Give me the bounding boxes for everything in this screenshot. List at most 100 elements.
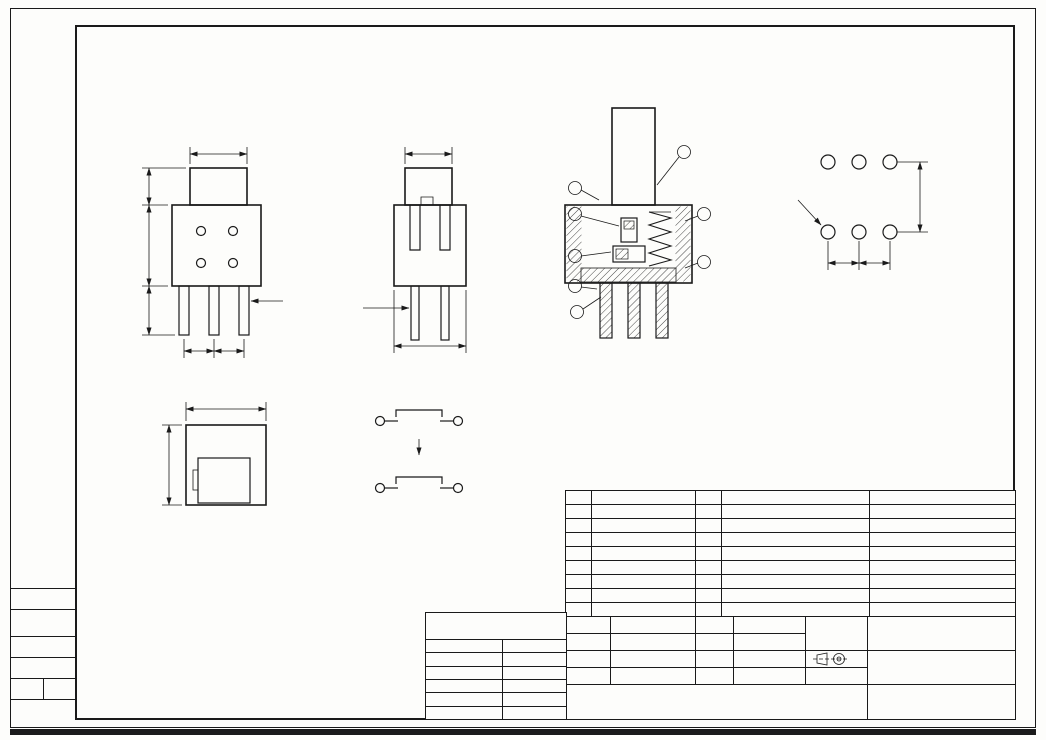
bom-cell [869, 518, 1016, 533]
margin-box-date-sign [10, 678, 76, 700]
tolerance-row [425, 665, 567, 680]
bom-row [565, 490, 1016, 505]
bom-header-cell [565, 602, 592, 617]
bom-cell [565, 504, 592, 519]
company-cell [565, 684, 868, 720]
bom-cell [565, 560, 592, 575]
date-label [695, 633, 734, 651]
front-view-dimensions [142, 147, 283, 358]
tolerance-cell [425, 692, 503, 707]
tolerance-cell [425, 652, 503, 667]
side-view-drawing [363, 147, 467, 353]
clip-part [620, 217, 638, 243]
tolerance-cell [502, 705, 567, 721]
tolerance-header-row [425, 638, 567, 654]
date-value [733, 633, 806, 651]
role-label [565, 667, 611, 685]
bom-cell [869, 560, 1016, 575]
bom-cell [721, 574, 870, 589]
doc-number-cell [867, 684, 1016, 720]
date-label [695, 667, 734, 685]
tolerance-cell [425, 705, 503, 721]
tolerance-row [425, 692, 567, 707]
bom-cell [565, 490, 592, 505]
bom-cell [591, 560, 696, 575]
bom-cell [591, 532, 696, 547]
bom-cell [695, 574, 722, 589]
name-cell [867, 616, 1016, 651]
date-label [695, 650, 734, 668]
tolerance-cell [502, 652, 567, 667]
person-name [610, 633, 696, 651]
bom-cell [591, 518, 696, 533]
side-view-outline [393, 167, 467, 341]
bom-cell [565, 532, 592, 547]
bom-header-cell [695, 602, 722, 617]
bom-header-cell [869, 602, 1016, 617]
terminal-leg [655, 282, 669, 339]
bom-row [565, 574, 1016, 589]
sign-margin-label [42, 679, 77, 699]
bom-row [565, 504, 1016, 519]
tolerance-table [425, 612, 567, 721]
bom-cell [869, 574, 1016, 589]
section-callouts [568, 145, 711, 319]
bom-cell [721, 588, 870, 603]
bom-cell [869, 588, 1016, 603]
view-cell [805, 650, 868, 668]
terminal-leg [599, 282, 613, 339]
tolerance-cell [502, 692, 567, 707]
bom-cell [695, 560, 722, 575]
bom-cell [565, 588, 592, 603]
tolerance-row [425, 705, 567, 721]
bom-cell [721, 504, 870, 519]
bom-row [565, 588, 1016, 603]
tolerance-cell [502, 678, 567, 694]
bom-cell [695, 518, 722, 533]
bom-cell [695, 504, 722, 519]
date-label [695, 616, 734, 634]
bom-cell [565, 546, 592, 561]
bom-header-cell [721, 602, 870, 617]
bom-cell [869, 504, 1016, 519]
bom-cell [721, 546, 870, 561]
tolerance-title [425, 612, 567, 640]
bottom-view-outline [185, 424, 267, 506]
bom-cell [565, 574, 592, 589]
tolerance-header-cell [425, 638, 503, 654]
bom-row [565, 546, 1016, 561]
bom-cell [869, 546, 1016, 561]
bom-row [565, 518, 1016, 533]
pcb-holes [820, 154, 898, 240]
pcb-dimensions [797, 161, 928, 270]
catno-cell [867, 650, 1016, 685]
bom-cell [591, 546, 696, 561]
role-label [565, 616, 611, 634]
bom-cell [721, 532, 870, 547]
person-name [610, 650, 696, 668]
bom-header-row [565, 602, 1016, 617]
front-view-outline [171, 167, 262, 336]
tolerance-header-cell [502, 638, 567, 654]
bom-header-cell [591, 602, 696, 617]
bom-table [565, 490, 1016, 617]
bom-cell [721, 560, 870, 575]
tolerance-cell [425, 678, 503, 694]
terminal-leg [627, 282, 641, 339]
bom-cell [869, 490, 1016, 505]
bom-cell [591, 574, 696, 589]
bom-cell [591, 504, 696, 519]
role-label [565, 633, 611, 651]
bom-cell [695, 588, 722, 603]
date-value [733, 667, 806, 685]
bom-cell [721, 490, 870, 505]
bottom-heavy-rule [10, 729, 1036, 735]
front-view-drawing [142, 147, 283, 358]
scale-cell [805, 616, 868, 651]
pcb-view-drawing [797, 154, 928, 270]
outer-border [10, 8, 1036, 728]
bom-cell [695, 490, 722, 505]
bom-row [565, 560, 1016, 575]
unit-cell [805, 667, 868, 685]
